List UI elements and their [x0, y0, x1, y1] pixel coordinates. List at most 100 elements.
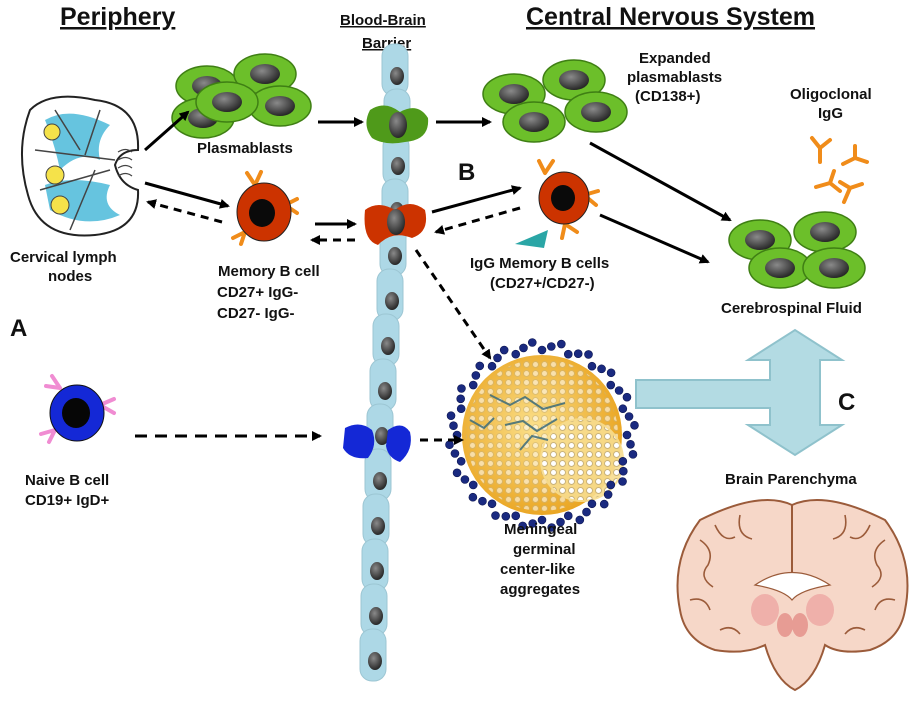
meningeal-label-line1: Meningeal: [504, 521, 577, 538]
plasmablast-nucleus: [559, 70, 589, 90]
aggregate-border-cell: [563, 349, 573, 359]
plasmablast-nucleus: [810, 222, 840, 242]
vessel-nucleus: [371, 517, 385, 535]
aggregate-border-cell: [587, 499, 597, 509]
plasmablast-nucleus: [765, 258, 795, 278]
lymph-node-label-line2: nodes: [48, 268, 92, 285]
aggregate-border-cell: [618, 404, 628, 414]
aggregate-border-cell: [487, 499, 497, 509]
aggregate-border-cell: [630, 420, 639, 430]
aggregate-border-cell: [603, 490, 613, 499]
plasmablast-nucleus: [212, 92, 242, 112]
plasmablast-nucleus: [819, 258, 849, 278]
aggregate-border-cell: [528, 519, 537, 528]
plasmablast-nucleus: [581, 102, 611, 122]
memory-label-line3: CD27- IgG-: [217, 305, 295, 322]
aggregate-border-cell: [606, 480, 616, 490]
oligoclonal-label-line1: Oligoclonal: [790, 86, 872, 103]
panel-letter-b: B: [458, 159, 475, 186]
igg-memory-b-cell: [537, 159, 600, 240]
igg-memory-label-line1: IgG Memory B cells: [470, 255, 609, 272]
aggregate-border-cell: [622, 392, 632, 402]
aggregate-border-cell: [563, 511, 573, 521]
arrow-expanded-to-csf: [589, 141, 732, 222]
plasmablast-nucleus: [499, 84, 529, 104]
expanded-label-line2: plasmablasts: [627, 69, 722, 86]
naive-label-line2: CD19+ IgD+: [25, 492, 109, 509]
igg-memory-label-line2: (CD27+/CD27-): [490, 275, 595, 292]
csf-plasmablast-cluster: [728, 211, 866, 289]
arrow-bbb-to-igg-memory: [431, 185, 522, 214]
aggregate-border-cell: [606, 380, 616, 390]
vessel-nucleus: [388, 247, 402, 265]
csf-label: Cerebrospinal Fluid: [721, 300, 862, 317]
aggregate-border-cell: [537, 345, 547, 355]
plasmablast-nucleus: [250, 64, 280, 84]
aggregate-border-cell: [557, 339, 566, 349]
vessel-nucleus: [381, 337, 395, 355]
aggregate-border-cell: [519, 343, 528, 353]
brain-coronal-section-icon: [676, 499, 909, 692]
aggregate-border-cell: [597, 364, 606, 374]
antibody-triangle-icon: [515, 230, 548, 248]
aggregate-border-cell: [527, 338, 537, 347]
expanded-plasmablast-cluster: [482, 59, 628, 143]
aggregate-border-cell: [468, 492, 478, 502]
aggregate-border-cell: [449, 421, 458, 430]
aggregate-border-cell: [587, 361, 597, 371]
aggregate-border-cell: [582, 507, 591, 517]
aggregate-border-cell: [556, 517, 565, 527]
vessel-nucleus: [391, 157, 405, 175]
parenchyma-label: Brain Parenchyma: [725, 471, 857, 488]
arrow-bbb-to-aggregate: [414, 249, 492, 360]
plasmablast-nucleus: [745, 230, 775, 250]
expanded-label-line1: Expanded: [639, 50, 711, 67]
vessel-nucleus: [373, 472, 387, 490]
arrow-igg-memory-to-bbb: [434, 206, 521, 235]
lymph-node-label-line1: Cervical lymph: [10, 249, 117, 266]
aggregate-border-cell: [460, 475, 470, 484]
aggregate-border-cell: [614, 386, 624, 395]
plasmablast-nucleus: [265, 96, 295, 116]
aggregate-border-cell: [501, 512, 511, 521]
aggregate-border-cell: [622, 430, 632, 440]
naive-b-cell-crossing-bbb: [343, 424, 411, 462]
aggregate-border-cell: [491, 511, 500, 520]
expanded-label-line3: (CD138+): [635, 88, 700, 105]
aggregate-border-cell: [450, 449, 460, 458]
aggregate-border-cell: [452, 430, 462, 440]
panel-letter-a: A: [10, 315, 27, 342]
meningeal-label-line3: center-like: [500, 561, 575, 578]
aggregate-border-cell: [537, 515, 547, 525]
periphery-heading: Periphery: [60, 3, 175, 31]
arrows: [135, 110, 732, 445]
oligoclonal-label-line2: IgG: [818, 105, 843, 122]
vessel-nucleus: [375, 427, 389, 445]
bbb-heading-line1: Blood-Brain: [340, 12, 426, 29]
plasmablasts-label: Plasmablasts: [197, 140, 293, 157]
meningeal-label-line4: aggregates: [500, 581, 580, 598]
vessel-nucleus: [385, 292, 399, 310]
aggregate-border-cell: [618, 456, 628, 466]
panel-letter-c: C: [838, 389, 855, 416]
aggregate-border-cell: [547, 342, 556, 351]
plasmablast-crossing-nucleus: [389, 112, 407, 138]
aggregate-border-cell: [478, 496, 487, 506]
cns-heading: Central Nervous System: [526, 3, 815, 31]
aggregate-border-cell: [518, 521, 527, 531]
vessel-nucleus: [368, 652, 382, 670]
csf-parenchyma-exchange-arrow: [635, 328, 846, 457]
memory-b-cell: [231, 170, 299, 246]
aggregate-border-cell: [452, 468, 462, 478]
arrow-igg-memory-to-csf: [599, 213, 710, 264]
aggregate-border-cell: [493, 353, 502, 363]
arrow-lymph-to-memory: [144, 181, 230, 209]
naive-b-cell: [39, 374, 116, 444]
memory-label-line2: CD27+ IgG-: [217, 284, 298, 301]
aggregate-border-cell: [628, 450, 638, 459]
aggregate-border-cell: [456, 394, 465, 404]
memory-b-cell-crossing-bbb: [364, 204, 427, 245]
lymph-node-icon: [21, 95, 140, 237]
aggregate-border-cell: [468, 480, 478, 490]
